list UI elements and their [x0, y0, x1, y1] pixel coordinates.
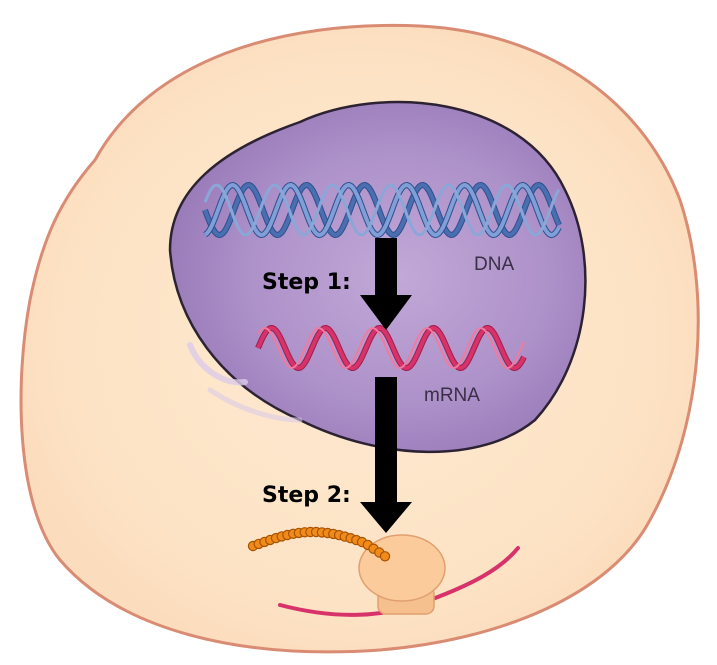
amino-acid-bead	[379, 551, 391, 562]
polypeptide-chain-icon	[247, 526, 391, 562]
down-arrow-icon	[360, 377, 412, 533]
mrna-label: mRNA	[424, 385, 480, 406]
dna-strand	[203, 182, 561, 238]
dna-strand	[203, 183, 561, 237]
mrna-strand	[257, 327, 525, 370]
step2-label: Step 2:	[262, 483, 351, 508]
dna-label: DNA	[474, 254, 514, 275]
step1-label: Step 1:	[262, 270, 351, 295]
mrna-strand	[256, 325, 526, 371]
nucleus-highlight	[187, 342, 248, 386]
mrna-single-strand-icon	[255, 324, 527, 372]
dna-double-helix-icon	[202, 181, 562, 239]
down-arrow-icon	[360, 238, 412, 330]
